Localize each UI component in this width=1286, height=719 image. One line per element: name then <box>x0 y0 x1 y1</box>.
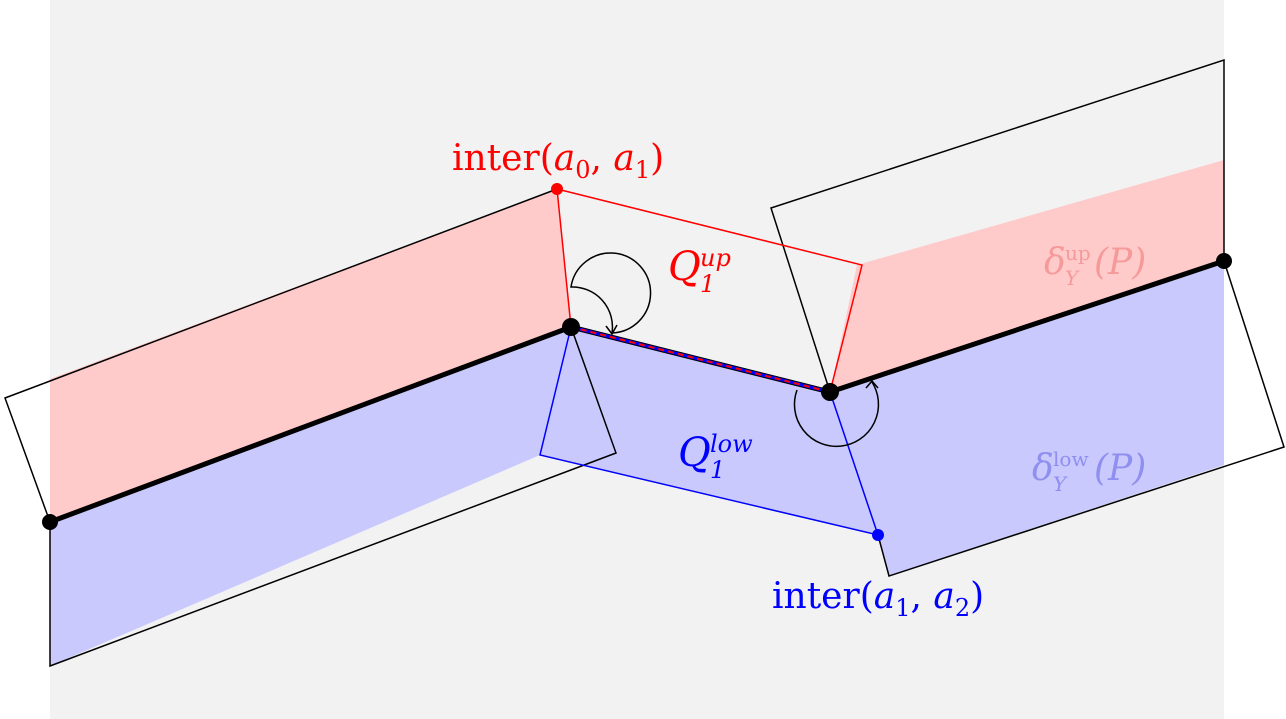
q-low-label: Q <box>678 430 711 476</box>
inter-12-label: inter(a1, a2) <box>772 576 984 622</box>
q-up-sub: 1 <box>700 270 715 298</box>
delta-up-label: δ <box>1044 242 1066 283</box>
vertex-2 <box>821 383 839 401</box>
upper-region-fill <box>50 160 1224 522</box>
segment-2-outline-bottom <box>877 260 1285 577</box>
delta-up-arg: (P) <box>1094 242 1146 283</box>
vertex-1 <box>562 318 580 336</box>
middle-edge-red-dash <box>570 326 831 393</box>
angle-arrow-vertex-1 <box>605 324 618 336</box>
q-up-label: Q <box>668 244 701 290</box>
delta-up-sub: Y <box>1065 266 1080 290</box>
delta-low-sub: Y <box>1053 472 1068 496</box>
vertex-0 <box>42 514 58 530</box>
inter-12-word: inter <box>772 576 860 617</box>
vertex-3 <box>1216 253 1232 269</box>
inter-01-label: inter(a0, a1) <box>452 138 664 184</box>
q-up-outline <box>556 188 863 393</box>
delta-low-arg: (P) <box>1094 448 1146 489</box>
q-low-outline <box>539 326 880 537</box>
q-up-sup: up <box>700 244 731 272</box>
inter-01-word: inter <box>452 138 540 179</box>
lower-region-fill <box>50 261 1224 666</box>
inter-12-point <box>872 529 884 541</box>
delta-low-label: δ <box>1032 448 1054 489</box>
angle-arrow-vertex-2 <box>865 379 879 389</box>
angle-arc-vertex-1 <box>570 252 652 334</box>
delta-low-sup: low <box>1053 447 1089 471</box>
q-low-sup: low <box>710 430 753 458</box>
segment-0-outline-top <box>4 188 558 523</box>
q-low-sub: 1 <box>710 456 725 484</box>
inter-01-point <box>551 183 563 195</box>
angle-arc-vertex-2 <box>793 381 880 448</box>
delta-up-sup: up <box>1065 241 1091 265</box>
